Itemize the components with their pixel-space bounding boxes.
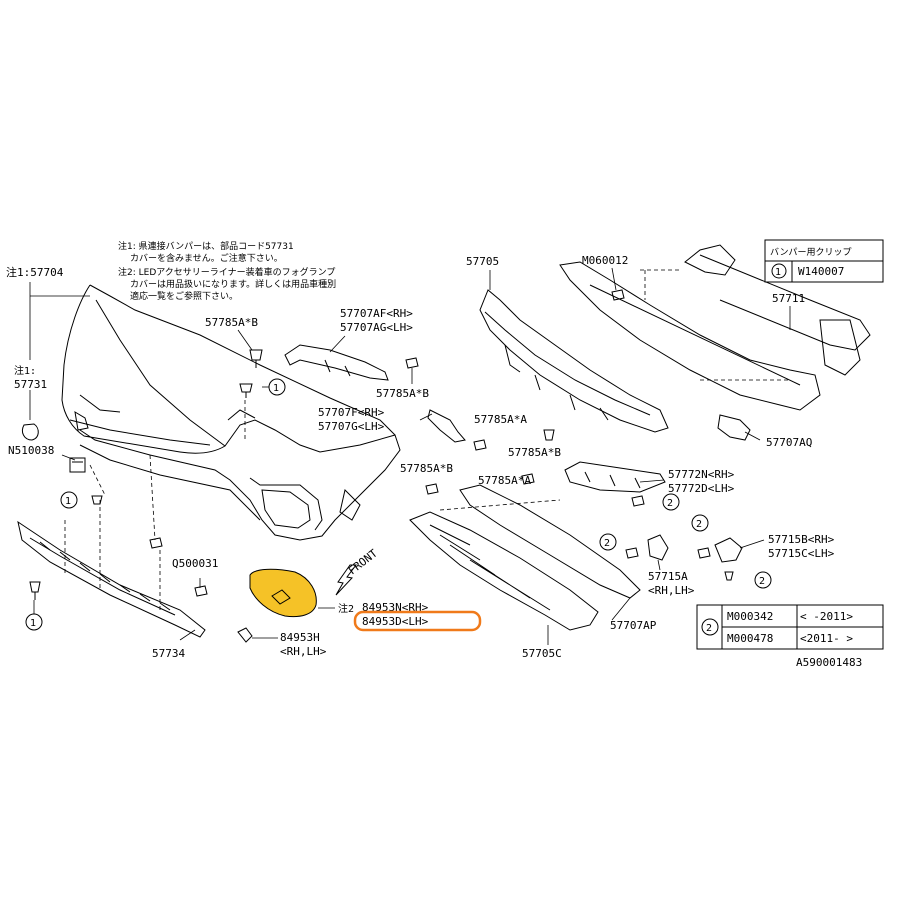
label-57707g: 57707G<LH>	[318, 420, 385, 433]
note-1: 注1: 県連接バンパーは、部品コード57731	[118, 240, 294, 252]
part-labels: 注1:57704 注1: 57731 N510038 57785A*B 5770…	[6, 254, 862, 669]
label-n510038: N510038	[8, 444, 54, 457]
note-1-cont: カバーを含みません。ご注意下さい。	[130, 252, 283, 264]
label-57707ag: 57707AG<LH>	[340, 321, 413, 334]
label-57705c: 57705C	[522, 647, 562, 660]
diagram-id: A590001483	[796, 656, 862, 669]
label-57705: 57705	[466, 255, 499, 268]
callout-2-a: 2	[667, 498, 673, 509]
m-table-range-1: <2011- >	[800, 632, 853, 645]
fasteners	[29, 289, 734, 600]
callout-2-c: 2	[696, 519, 702, 530]
callout-2-b: 2	[604, 538, 610, 549]
label-57772n: 57772N<RH>	[668, 468, 735, 481]
clip-table: バンパー用クリップ 1 W140007	[764, 239, 884, 283]
small-cover-57731	[21, 423, 39, 441]
bracket-57707f	[427, 409, 466, 443]
front-label: FRONT	[346, 547, 380, 578]
label-57715b: 57715B<RH>	[768, 533, 835, 546]
label-57707ap: 57707AP	[610, 619, 657, 632]
label-84953h-side: <RH,LH>	[280, 645, 327, 658]
label-84953h: 84953H	[280, 631, 320, 644]
highlight-box	[353, 610, 482, 632]
reinforcement-57711	[559, 244, 871, 411]
clip-table-code: W140007	[798, 265, 844, 278]
bumper-beam-57705	[479, 289, 669, 433]
label-84953d: 84953D<LH>	[362, 615, 429, 628]
callout-1-c: 1	[30, 618, 36, 629]
m-table-code-1: M000478	[727, 632, 773, 645]
callouts: 1 1 1 2 2 2 2	[25, 378, 772, 631]
label-note2-ref: 注2	[338, 602, 354, 615]
note-2-cont: カバーは用品扱いになります。詳しくは用品車種別	[130, 278, 336, 290]
label-57707af: 57707AF<RH>	[340, 307, 413, 320]
note-2: 注2: LEDアクセサリーライナー装着車のフォグランプ	[118, 266, 335, 278]
label-57731-b: 57731	[14, 378, 47, 391]
bumper-cover	[61, 284, 401, 541]
callout-2-d: 2	[759, 576, 765, 587]
label-57772d: 57772D<LH>	[668, 482, 735, 495]
lower-grille-57734	[17, 520, 206, 638]
bracket-57772	[564, 461, 666, 493]
clip-table-num: 1	[775, 267, 781, 278]
label-57785a-b-3: 57785A*B	[508, 446, 561, 459]
clip-84953h	[237, 627, 278, 643]
label-q500031: Q500031	[172, 557, 218, 570]
label-57715a: 57715A	[648, 570, 688, 583]
m-table-num: 2	[706, 623, 712, 634]
label-57734: 57734	[152, 647, 185, 660]
note-2-cont2: 適応一覧をご参照下さい。	[130, 290, 238, 302]
label-57715a-side: <RH,LH>	[648, 584, 695, 597]
m-table: 2 M000342 < -2011> M000478 <2011- >	[696, 604, 884, 650]
lower-beam-57707aq	[717, 414, 751, 441]
front-arrow: FRONT	[335, 547, 380, 596]
label-57785a-b-1: 57785A*B	[205, 316, 258, 329]
callout-1-a: 1	[273, 383, 279, 394]
label-57785a-a-2: 57785A*A	[478, 474, 531, 487]
label-57785a-b-4: 57785A*B	[400, 462, 453, 475]
label-57707f: 57707F<RH>	[318, 406, 385, 419]
bracket-57707af	[284, 344, 389, 381]
label-57711: 57711	[772, 292, 805, 305]
label-m060012: M060012	[582, 254, 628, 267]
m-table-range-0: < -2011>	[800, 610, 853, 623]
label-57785a-b-2: 57785A*B	[376, 387, 429, 400]
label-57704: 注1:57704	[6, 265, 64, 279]
label-57715c: 57715C<LH>	[768, 547, 835, 560]
clip-table-header: バンパー用クリップ	[770, 247, 851, 258]
label-57731-a: 注1:	[14, 364, 36, 377]
label-57707aq: 57707AQ	[766, 436, 812, 449]
label-leaders	[179, 267, 791, 645]
projection-lines	[64, 269, 790, 610]
label-57785a-a-1: 57785A*A	[474, 413, 527, 426]
fog-cover-84953	[249, 568, 335, 618]
notes-block: 注1: 県連接バンパーは、部品コード57731 カバーを含みません。ご注意下さい…	[118, 240, 336, 302]
clip-n510038	[69, 457, 86, 473]
m-table-code-0: M000342	[727, 610, 773, 623]
callout-1-b: 1	[65, 496, 71, 507]
bracket-57715a	[647, 534, 669, 561]
bumper-leaders	[29, 282, 90, 461]
undercover-57705c	[409, 511, 599, 631]
air-guide-57707ap	[459, 484, 641, 599]
bracket-57715b	[714, 537, 743, 563]
